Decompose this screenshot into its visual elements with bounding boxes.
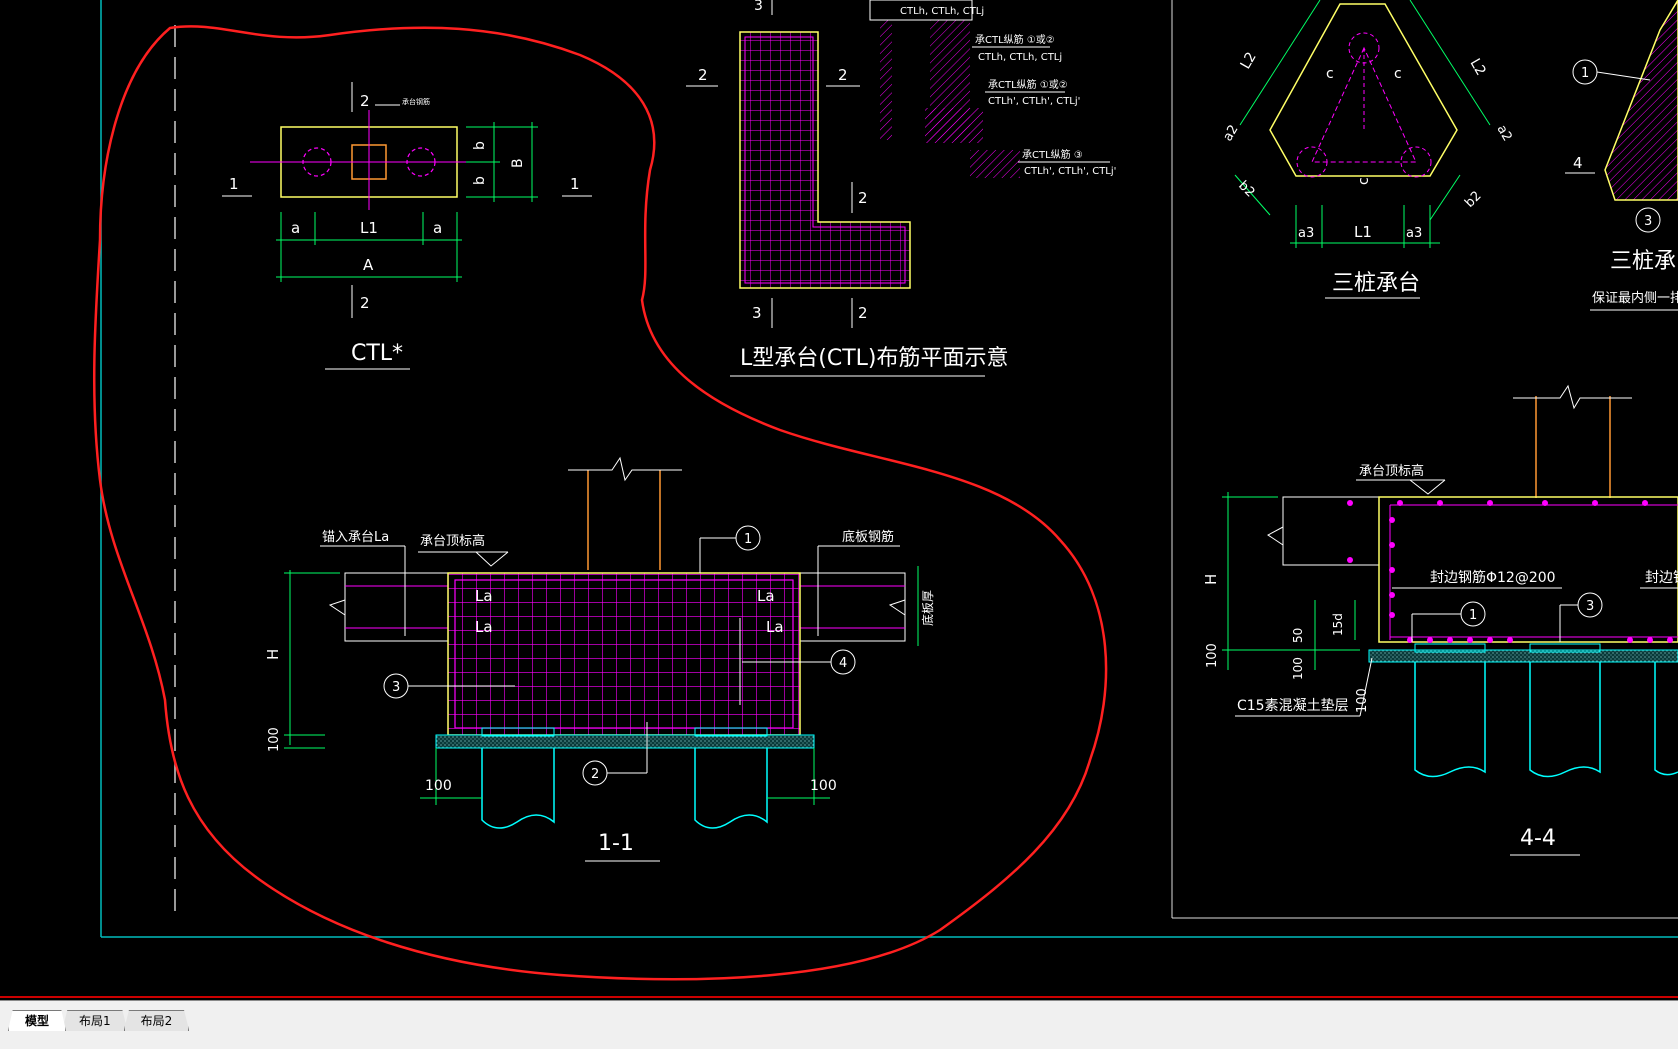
tri-dim-a2-left: a2 <box>1220 122 1241 144</box>
tri-dim-c-right: c <box>1394 66 1402 82</box>
ctl-dim-L1: L1 <box>360 219 378 237</box>
l-sec-3-top: 3 <box>754 0 763 14</box>
ctl-sec-2-bottom: 2 <box>360 294 370 312</box>
tri-plan-view[interactable]: c c c a3 L1 a3 L2 L2 a2 a2 b2 b2 三桩承台 <box>1220 0 1515 299</box>
sheet-frame <box>0 0 1678 998</box>
ctl-dim-A: A <box>363 256 374 274</box>
tri-dim-c-bottom: c <box>1356 177 1372 185</box>
ctl-dim-a-left: a <box>291 219 300 237</box>
s44-seal-rebar-note: 封边钢筋Φ12@200 <box>1430 569 1556 586</box>
s44-circ-3: 3 <box>1586 599 1594 614</box>
s11-dim-100-bottom-right: 100 <box>810 778 837 794</box>
tri-dim-L2-left: L2 <box>1238 50 1260 72</box>
l-note-3b: CTLh', CTLh', CTLj' <box>1024 166 1116 177</box>
ctl-dim-b-bottom: b <box>472 176 488 185</box>
s44-dim-50: 50 <box>1291 628 1305 643</box>
l-sec-2-right: 2 <box>838 66 848 84</box>
s11-top-elev-note: 承台顶标高 <box>420 533 485 549</box>
l-note-1: 承CTL纵筋 ①或② <box>975 33 1055 46</box>
s11-circ-2: 2 <box>591 767 599 782</box>
tri-dim-a2-right: a2 <box>1494 123 1515 145</box>
rebar-dots <box>1347 500 1673 643</box>
ctl-dim-B: B <box>510 158 526 168</box>
tri-section-title: 三桩承台布 <box>1610 249 1678 274</box>
drawing-canvas[interactable]: 2 承台钢筋 2 1 1 a L1 a A b b B CTL* 3 <box>0 0 1678 1000</box>
l-note-2: 承CTL纵筋 ①或② <box>988 78 1068 91</box>
section-1-1-view[interactable]: 锚入承台La 承台顶标高 底板钢筋 底板厚 La La La La H 100 … <box>264 456 935 862</box>
s44-dim-100-left: 100 <box>1205 643 1220 668</box>
tab-layout1[interactable]: 布局1 <box>62 1010 128 1031</box>
tab-model[interactable]: 模型 <box>8 1010 67 1031</box>
s11-slab-thk-note: 底板厚 <box>920 590 935 626</box>
s11-circ-3: 3 <box>392 680 400 695</box>
s11-La-4: La <box>766 618 784 636</box>
s11-dim-H: H <box>264 649 282 660</box>
s11-La-2: La <box>475 618 493 636</box>
ctl-plan-title: CTL* <box>351 341 403 366</box>
ctl-sec-2-top: 2 <box>360 92 370 110</box>
tri-dim-a3-right: a3 <box>1406 226 1422 241</box>
l-note-top: CTLh, CTLh, CTLj <box>900 6 984 17</box>
s44-dim-15d: 15d <box>1331 613 1345 636</box>
ctl-sec-1-left: 1 <box>229 175 239 193</box>
tri-dim-L2-right: L2 <box>1467 56 1489 78</box>
tri-dim-c-left: c <box>1326 66 1334 82</box>
l-note-1b: CTLh, CTLh, CTLj <box>978 52 1062 63</box>
s44-dim-H: H <box>1202 574 1220 585</box>
s11-circ-1: 1 <box>744 532 752 547</box>
tri-section-view[interactable]: 1 4 3 三桩承台布 保证最内侧一排钢筋 <box>1565 0 1678 311</box>
l-plan-view[interactable]: 3 2 2 2 3 2 CTLh, CTLh, CTLj 承CTL纵筋 ①或② … <box>686 0 1116 377</box>
s44-dim-100-bottom: 100 <box>1355 688 1370 713</box>
tri-section-note: 保证最内侧一排钢筋 <box>1592 290 1678 306</box>
s11-La-1: La <box>475 587 493 605</box>
s11-title: 1-1 <box>598 831 634 856</box>
tri-dim-a3-left: a3 <box>1298 226 1314 241</box>
tri-section-circ-1: 1 <box>1581 66 1589 81</box>
s11-dim-100-bottom-left: 100 <box>425 778 452 794</box>
ctl-sec-1-right: 1 <box>570 175 580 193</box>
section-4-4-view[interactable]: 承台顶标高 封边钢筋Φ12@200 封边钢 1 3 C15素混凝土垫层 H 10… <box>1202 384 1678 856</box>
l-plan-title: L型承台(CTL)布筋平面示意 <box>740 346 1008 371</box>
s44-cushion-note: C15素混凝土垫层 <box>1237 698 1349 714</box>
s44-circ-1: 1 <box>1469 608 1477 623</box>
s11-anchor-note: 锚入承台La <box>322 530 389 545</box>
l-note-3: 承CTL纵筋 ③ <box>1022 148 1083 161</box>
l-sec-2-bottom: 2 <box>858 304 868 322</box>
l-note-2b: CTLh', CTLh', CTLj' <box>988 96 1080 107</box>
l-sec-3-bottom: 3 <box>752 304 762 322</box>
tri-dim-b2-right: b2 <box>1462 189 1484 211</box>
s11-La-3: La <box>757 587 775 605</box>
ctl-plan-view[interactable]: 2 承台钢筋 2 1 1 a L1 a A b b B CTL* <box>222 82 592 370</box>
tri-dim-L1: L1 <box>1354 223 1372 241</box>
tri-plan-title: 三桩承台 <box>1332 271 1420 296</box>
s11-dim-100-left: 100 <box>267 727 282 752</box>
markup-revision-cloud[interactable] <box>92 25 1108 981</box>
s44-seal-rebar-note-2: 封边钢 <box>1645 570 1678 586</box>
tab-layout2[interactable]: 布局2 <box>123 1010 190 1031</box>
s11-bottom-rebar-note: 底板钢筋 <box>842 529 894 545</box>
s44-title: 4-4 <box>1520 826 1556 851</box>
l-sec-2-left: 2 <box>698 66 708 84</box>
ctl-leader-note: 承台钢筋 <box>402 97 430 106</box>
ctl-dim-a-right: a <box>433 219 442 237</box>
ctl-dim-b-top: b <box>472 141 488 150</box>
layout-tab-bar: 模型 布局1 布局2 <box>0 1000 1678 1049</box>
s11-circ-4: 4 <box>839 656 847 671</box>
s44-top-elev-note: 承台顶标高 <box>1359 463 1424 479</box>
l-sec-2-mid: 2 <box>858 189 868 207</box>
tri-section-circ-3: 3 <box>1644 214 1652 229</box>
s44-dim-100-mid: 100 <box>1291 657 1305 680</box>
tri-section-sec-4: 4 <box>1573 154 1583 172</box>
